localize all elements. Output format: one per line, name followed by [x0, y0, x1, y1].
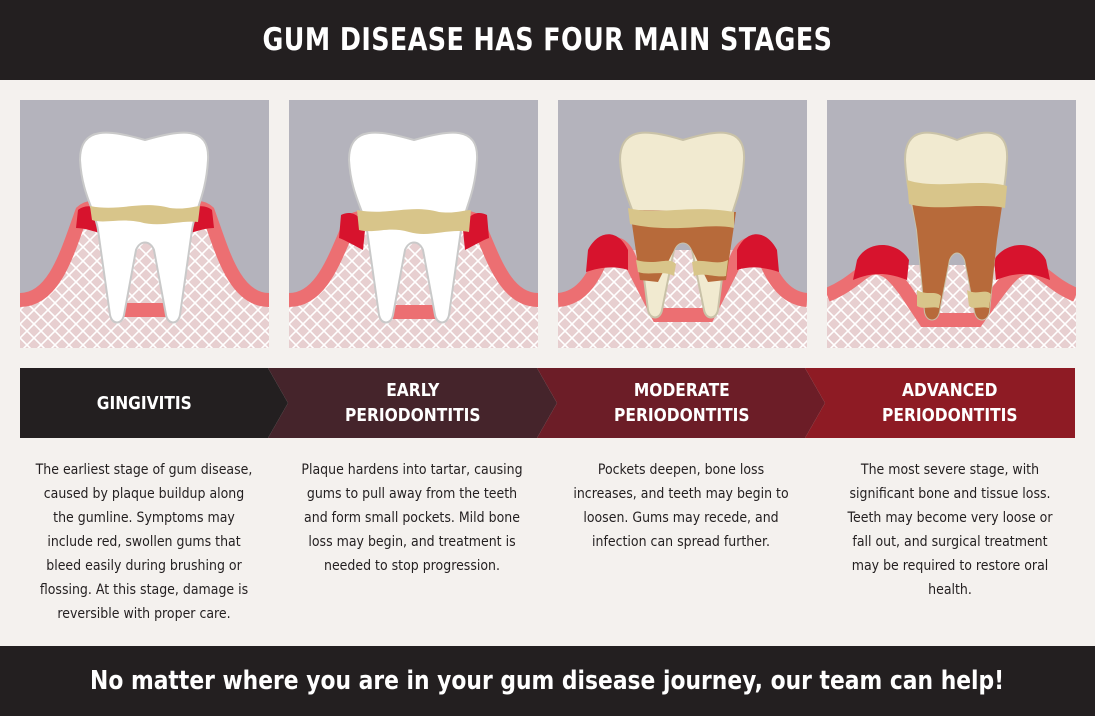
stage-description-moderate-periodontitis: Pockets deepen, bone loss increases, and…: [573, 461, 789, 550]
stage-arrow-3: [537, 368, 825, 438]
advanced-periodontitis-illustration: [827, 100, 1076, 348]
title-bar: GUM DISEASE HAS FOUR MAIN STAGES: [0, 0, 1095, 80]
stage-label-early-periodontitis: EARLY PERIODONTITIS: [344, 380, 481, 426]
footer-message: No matter where you are in your gum dise…: [90, 666, 1005, 696]
stage-banner: [20, 368, 1075, 438]
stage-arrow-2: [268, 368, 557, 438]
stage-description-early-periodontitis: Plaque hardens into tartar, causing gums…: [301, 461, 523, 574]
page-title: GUM DISEASE HAS FOUR MAIN STAGES: [262, 22, 833, 58]
stage-description-gingivitis: The earliest stage of gum disease, cause…: [35, 461, 253, 622]
moderate-periodontitis-illustration: [558, 100, 807, 348]
stage-label-moderate-periodontitis: MODERATE PERIODONTITIS: [614, 380, 750, 426]
stage-label-gingivitis: GINGIVITIS: [96, 392, 192, 414]
early-periodontitis-illustration: [289, 100, 538, 348]
stage-description-advanced-periodontitis: The most severe stage, with significant …: [847, 461, 1053, 598]
stage-arrow-1: [20, 368, 288, 438]
stage-arrow-4: [805, 368, 1075, 438]
gingivitis-illustration: [20, 100, 269, 348]
footer-bar: No matter where you are in your gum dise…: [0, 646, 1095, 716]
stage-label-advanced-periodontitis: ADVANCED PERIODONTITIS: [882, 380, 1018, 426]
